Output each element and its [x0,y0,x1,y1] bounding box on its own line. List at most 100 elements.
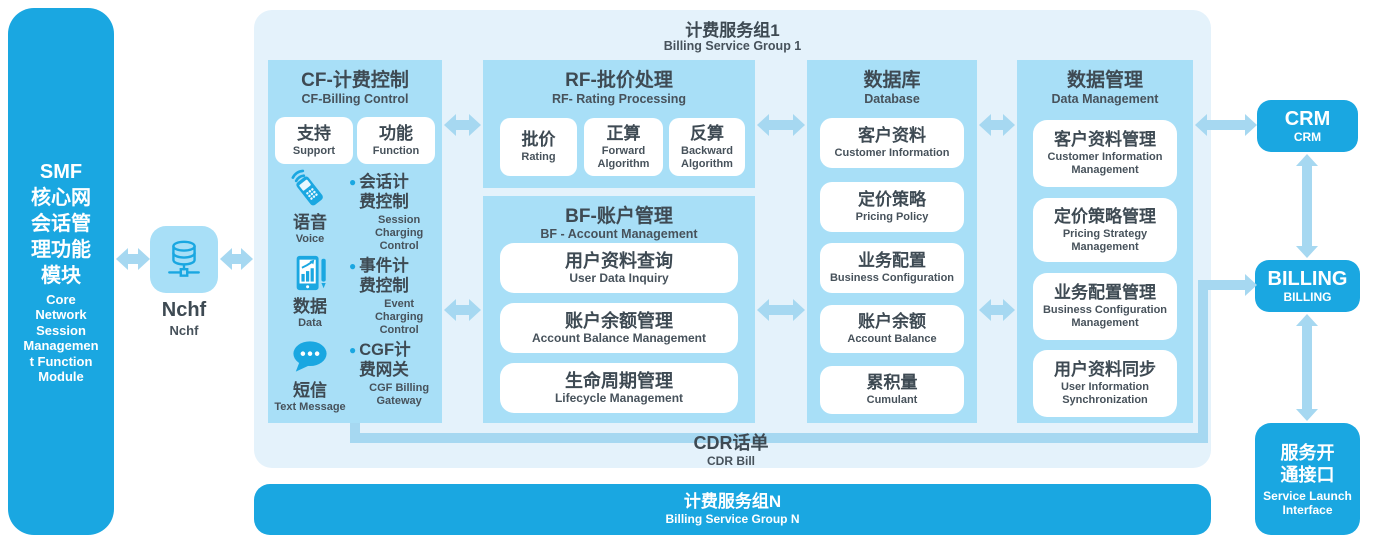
arrow-smf-nchf [116,248,150,270]
rating-en: Rating [521,151,556,163]
crm-label-en: CRM [1293,130,1322,144]
db-box-cumulant: 累积量 Cumulant [820,366,964,414]
db-customer-en: Customer Information [834,147,950,159]
lifecycle-cn: 生命周期管理 [565,371,673,391]
cgf-gateway-item: ● CGF计 费网关 CGF Billing Gateway [349,334,439,420]
lifecycle-en: Lifecycle Management [554,391,684,405]
billing-service-group-n-bar: 计费服务组N Billing Service Group N [254,484,1211,535]
nchf-label-en: Nchf [169,323,199,338]
bullet-dot-icon: ● [349,259,357,273]
cdr-line-horizontal [350,433,1208,443]
dm-customer-cn: 客户资料管理 [1054,130,1156,149]
nchf-label-cn: Nchf [161,299,207,321]
db-cumulant-en: Cumulant [866,394,918,406]
dm-business-en: Business Configuration Management [1042,304,1168,329]
rf-rating-processing-panel: RF-批价处理 RF- Rating Processing 批价 Rating … [483,60,755,188]
cdr-arrow-to-billing [1198,274,1257,296]
account-balance-mgmt-cn: 账户余额管理 [565,311,673,331]
bf-title-cn: BF-账户管理 [565,206,673,227]
forward-cn: 正算 [606,123,641,143]
chip-function-cn: 功能 [379,123,413,143]
arrow-cf-rf [444,114,481,136]
rf-title-cn: RF-批价处理 [565,70,673,91]
account-balance-mgmt-en: Account Balance Management [531,331,707,345]
cf-chip-support: 支持 Support [275,117,353,164]
db-pricing-cn: 定价策略 [858,190,926,209]
user-data-inquiry-cn: 用户资料查询 [565,251,673,271]
group1-title-cn: 计费服务组1 [685,21,780,40]
arrow-datamgmt-crm [1195,114,1257,136]
cdr-line-up [1198,280,1208,443]
db-title-en: Database [864,92,920,106]
event-charging-item: ● 事件计 费控制 Event Charging Control [349,250,439,336]
nchf-interface-tile [150,226,218,293]
data-item: 数据 Data [271,250,349,334]
dm-sync-cn: 用户资料同步 [1054,360,1156,379]
forward-en: Forward Algorithm [597,144,650,170]
dm-box-pricing-strategy-mgmt: 定价策略管理 Pricing Strategy Management [1033,198,1177,262]
db-box-business-config: 业务配置 Business Configuration [820,243,964,293]
database-panel: 数据库 Database 客户资料 Customer Information 定… [807,60,977,423]
backward-en: Backward Algorithm [681,144,733,170]
arrow-bf-database [757,299,805,321]
event-charging-cn: 事件计 费控制 [359,257,409,295]
dm-business-cn: 业务配置管理 [1054,283,1156,302]
chip-support-cn: 支持 [297,123,331,143]
smf-title-cn: SMF 核心网 会话管 理功能 模块 [31,160,91,287]
arrow-database-datamgmt-top [979,114,1015,136]
cdr-label-cn: CDR话单 [693,433,769,453]
sms-item: 短信 Text Message [271,334,349,420]
bf-account-management-panel: BF-账户管理 BF - Account Management 用户资料查询 U… [483,196,755,423]
cf-row-voice: 语音 Voice ● 会话计 费控制 Session Charging Cont… [271,166,439,252]
rf-title-en: RF- Rating Processing [551,92,687,106]
arrow-cf-bf [444,299,481,321]
session-charging-cn: 会话计 费控制 [359,173,409,211]
bf-box-lifecycle: 生命周期管理 Lifecycle Management [500,363,738,413]
cdr-line-down [350,421,360,443]
billing-label-cn: BILLING [1267,268,1348,290]
data-label-en: Data [298,317,322,329]
cf-title-cn: CF-计费控制 [301,70,409,91]
dm-customer-en: Customer Information Management [1047,151,1163,176]
cgf-gateway-en: CGF Billing Gateway [369,382,430,407]
service-label-cn: 服务开 通接口 [1280,442,1335,485]
arrow-nchf-group [220,248,253,270]
db-box-customer-info: 客户资料 Customer Information [820,118,964,168]
session-charging-en: Session Charging Control [374,214,424,252]
data-management-panel: 数据管理 Data Management 客户资料管理 Customer Inf… [1017,60,1193,423]
smf-module-box: SMF 核心网 会话管 理功能 模块 Core Network Session … [8,8,114,535]
data-label-cn: 数据 [293,297,327,316]
cdr-label-en: CDR Bill [707,454,755,468]
arrow-rf-database [757,114,805,136]
billing-service-group-1-panel: 计费服务组1 Billing Service Group 1 CDR话单 CDR… [254,10,1257,468]
db-balance-en: Account Balance [847,333,937,345]
session-charging-item: ● 会话计 费控制 Session Charging Control [349,166,439,252]
dm-box-customer-info-mgmt: 客户资料管理 Customer Information Management [1033,120,1177,187]
backward-cn: 反算 [690,123,724,143]
db-customer-cn: 客户资料 [858,126,926,145]
smf-title-en: Core Network Session Managemen t Functio… [23,291,99,385]
arrow-crm-billing [1296,154,1318,258]
rf-box-rating: 批价 Rating [500,118,577,176]
rating-cn: 批价 [521,130,556,149]
db-cumulant-cn: 累积量 [866,373,918,392]
sms-label-en: Text Message [274,401,346,413]
chip-function-en: Function [372,144,420,157]
voice-phone-icon [290,166,330,212]
db-title-cn: 数据库 [863,70,921,91]
db-box-account-balance: 账户余额 Account Balance [820,305,964,353]
cf-chip-function: 功能 Function [357,117,435,164]
dm-pricing-en: Pricing Strategy Management [1062,227,1148,253]
bullet-dot-icon: ● [349,343,357,357]
user-data-inquiry-en: User Data Inquiry [569,271,669,285]
rf-box-forward: 正算 Forward Algorithm [584,118,663,176]
db-balance-cn: 账户余额 [858,312,926,331]
arrow-database-datamgmt-bottom [979,299,1015,321]
bullet-dot-icon: ● [349,175,357,189]
database-network-icon [161,237,207,283]
dm-pricing-cn: 定价策略管理 [1054,206,1156,226]
billing-label-en: BILLING [1283,290,1332,304]
chip-support-en: Support [292,144,336,157]
db-box-pricing-policy: 定价策略 Pricing Policy [820,182,964,232]
